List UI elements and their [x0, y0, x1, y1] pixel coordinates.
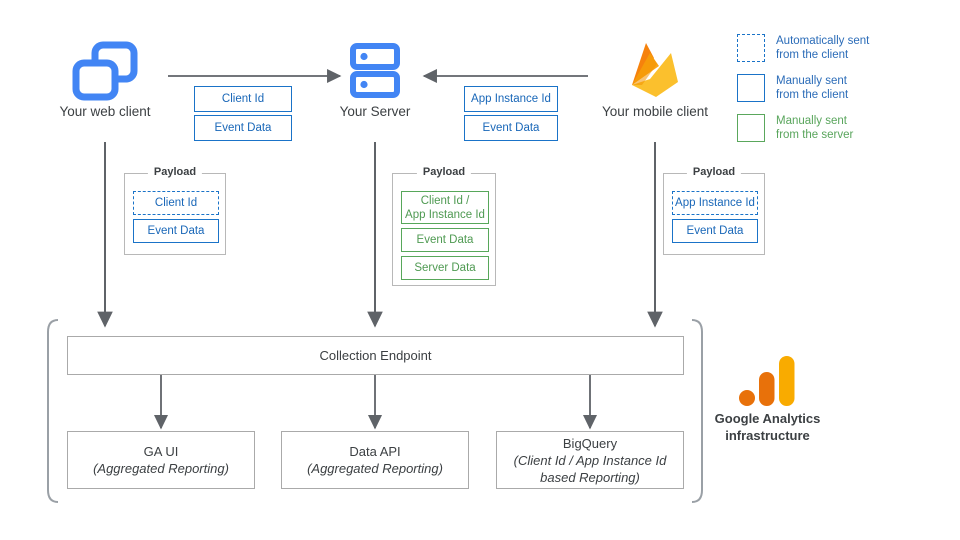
output-data-api-subtitle: (Aggregated Reporting) — [307, 461, 443, 476]
output-data-api-title: Data API — [349, 444, 401, 459]
bracket-left — [47, 319, 59, 503]
legend-label-manual-server: Manually sent from the server — [776, 114, 854, 142]
payload-mobile-item-event-data: Event Data — [672, 219, 758, 243]
bracket-right — [691, 319, 703, 503]
transport-web-to-server: Client Id Event Data — [194, 86, 292, 141]
output-ga-ui-title: GA UI — [143, 444, 179, 459]
node-server-label: Your Server — [339, 104, 411, 119]
legend-item-auto-client: Automatically sent from the client — [737, 33, 937, 63]
legend-label-manual-client: Manually sent from the client — [776, 74, 849, 102]
node-mobile-client-label: Your mobile client — [601, 104, 709, 119]
output-bigquery-subtitle: (Client Id / App Instance Id — [513, 452, 667, 468]
output-box-ga-ui: GA UI (Aggregated Reporting) — [67, 431, 255, 489]
browser-windows-icon — [45, 38, 165, 104]
server-rack-icon — [315, 38, 435, 104]
node-web-client-label: Your web client — [59, 104, 151, 119]
output-box-data-api: Data API (Aggregated Reporting) — [281, 431, 469, 489]
node-web-client: Your web client — [45, 38, 165, 119]
payload-server-legend: Payload — [416, 166, 472, 178]
transport-web-item-event-data: Event Data — [194, 115, 292, 141]
google-analytics-icon — [705, 352, 830, 410]
ga-infrastructure-brand: Google Analytics infrastructure — [705, 352, 830, 444]
legend-item-manual-client: Manually sent from the client — [737, 73, 937, 103]
transport-web-item-client-id: Client Id — [194, 86, 292, 112]
legend-label-auto-client: Automatically sent from the client — [776, 34, 870, 62]
payload-server-item-ids: Client Id / App Instance Id — [401, 191, 489, 224]
firebase-flame-icon — [585, 36, 725, 104]
payload-server-item-event-data: Event Data — [401, 228, 489, 252]
output-bigquery-subtitle-2: based Reporting) — [540, 469, 640, 485]
legend: Automatically sent from the client Manua… — [737, 33, 937, 143]
legend-swatch-solid-blue — [737, 74, 765, 102]
node-mobile-client: Your mobile client — [585, 36, 725, 119]
collection-endpoint-box: Collection Endpoint — [67, 336, 684, 375]
output-bigquery-title: BigQuery — [562, 435, 618, 451]
transport-mobile-item-event-data: Event Data — [464, 115, 558, 141]
payload-web-item-event-data: Event Data — [133, 219, 219, 243]
node-server: Your Server — [315, 38, 435, 119]
payload-mobile-legend: Payload — [686, 166, 742, 178]
payload-mobile: Payload App Instance Id Event Data — [663, 166, 765, 255]
payload-server-item-server-data: Server Data — [401, 256, 489, 280]
transport-mobile-to-server: App Instance Id Event Data — [464, 86, 558, 141]
ga-brand-line-2: infrastructure — [725, 428, 810, 443]
payload-mobile-item-app-instance-id: App Instance Id — [672, 191, 758, 215]
payload-server: Payload Client Id / App Instance Id Even… — [392, 166, 496, 286]
payload-web: Payload Client Id Event Data — [124, 166, 226, 255]
ga-brand-line-1: Google Analytics — [714, 411, 821, 426]
output-ga-ui-subtitle: (Aggregated Reporting) — [93, 461, 229, 476]
legend-swatch-dashed-blue — [737, 34, 765, 62]
legend-swatch-solid-green — [737, 114, 765, 142]
output-box-bigquery: BigQuery (Client Id / App Instance Id ba… — [496, 431, 684, 489]
transport-mobile-item-app-instance-id: App Instance Id — [464, 86, 558, 112]
payload-web-legend: Payload — [147, 166, 203, 178]
legend-item-manual-server: Manually sent from the server — [737, 113, 937, 143]
payload-web-item-client-id: Client Id — [133, 191, 219, 215]
collection-endpoint-label: Collection Endpoint — [319, 348, 432, 363]
